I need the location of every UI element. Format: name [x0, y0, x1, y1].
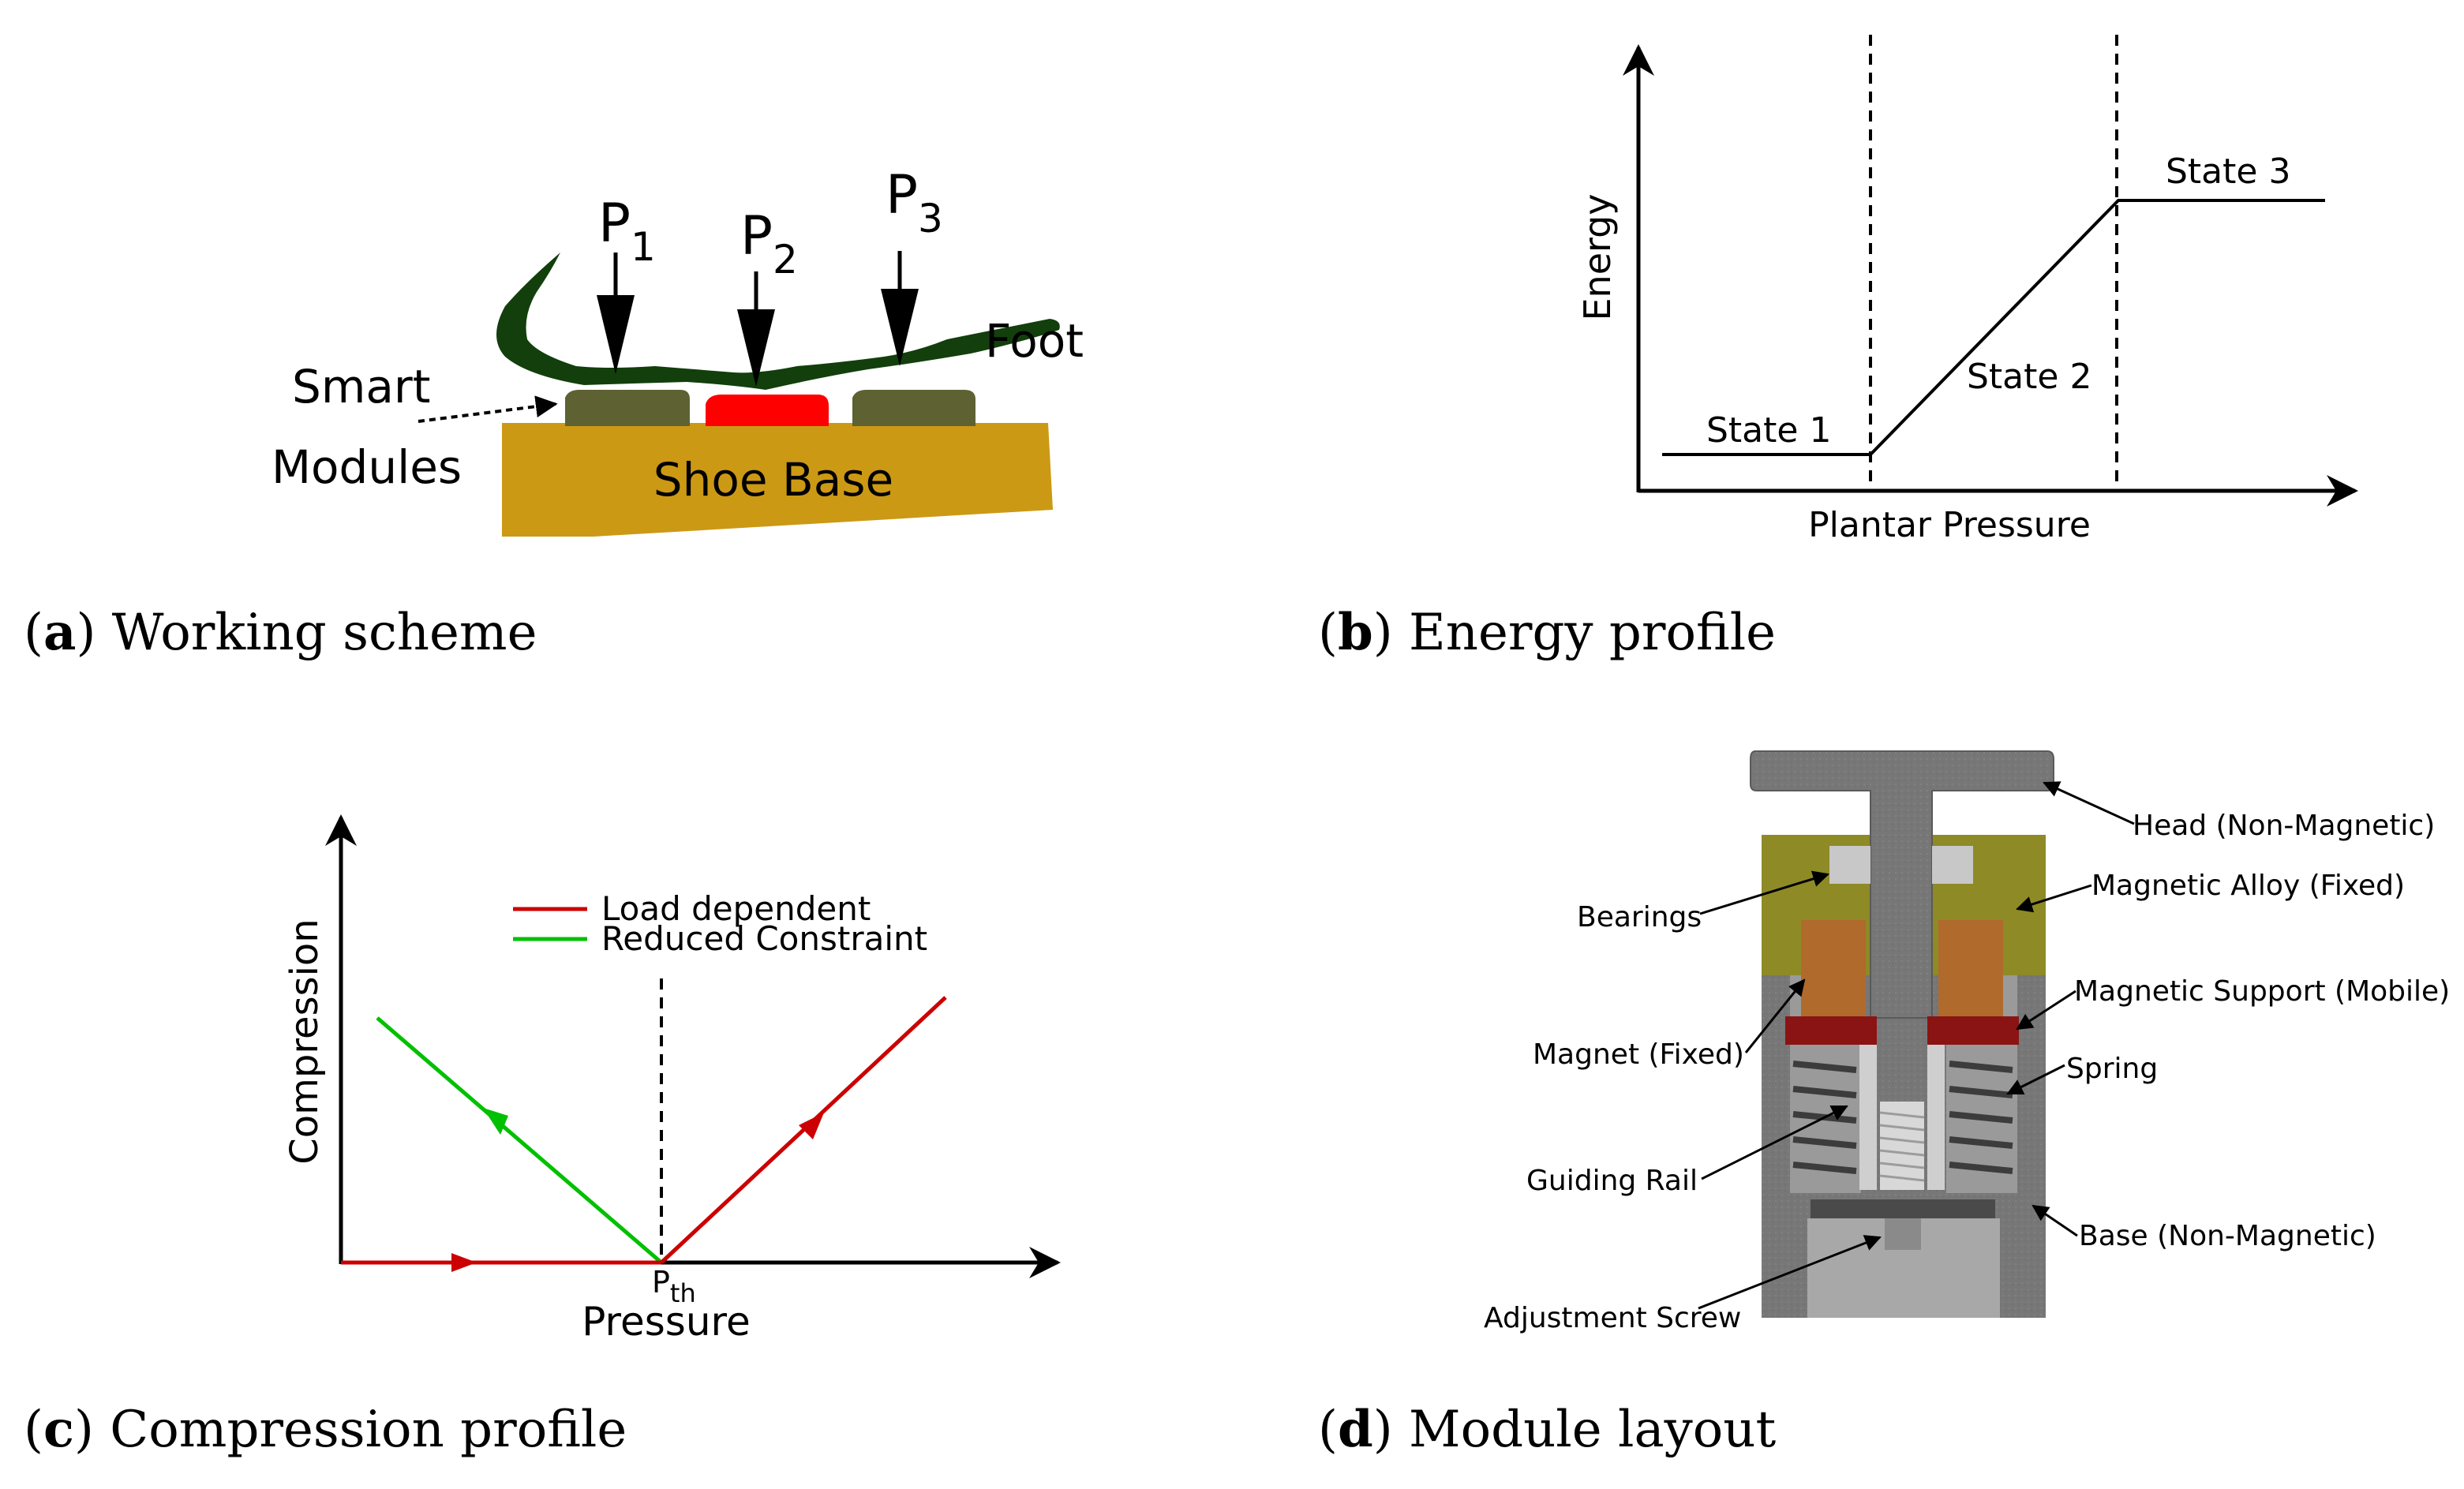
state-1-label: State 1: [1706, 410, 1831, 451]
label-bearings: Bearings: [1577, 901, 1702, 933]
shoe-base-shape: [502, 423, 1053, 537]
force-label-p2: P2: [740, 205, 798, 282]
force-label-p3: P3: [886, 164, 943, 241]
label-guiding-rail: Guiding Rail: [1526, 1165, 1698, 1197]
force-label-p1: P1: [598, 193, 656, 270]
compression-ylabel: Compression: [283, 918, 327, 1164]
smart-modules-pointer: [418, 395, 558, 423]
reduced-constraint-line: [376, 1016, 663, 1264]
caption-d: (d) Module layout: [1318, 1400, 1777, 1459]
caption-c: (c) Compression profile: [24, 1400, 627, 1459]
label-magnetic-support: Magnetic Support (Mobile): [2074, 975, 2450, 1008]
magnet-right: [1938, 920, 2003, 1016]
label-adjustment-screw: Adjustment Screw: [1484, 1302, 1741, 1334]
state-2-label: State 2: [1967, 357, 2091, 397]
force-arrow-p1: P1: [597, 193, 656, 374]
spring-right: [1949, 1061, 2013, 1174]
guiding-rail-right: [1927, 1045, 1945, 1190]
state-3-label: State 3: [2166, 152, 2290, 192]
magnetic-support-left: [1785, 1016, 1877, 1045]
bearing-left: [1829, 846, 1870, 884]
legend-label-load: Load dependent: [601, 889, 871, 928]
label-base: Base (Non-Magnetic): [2079, 1220, 2376, 1252]
shoe-base-label: Shoe Base: [653, 453, 893, 507]
energy-xlabel: Plantar Pressure: [1808, 505, 2091, 545]
panel-a-working-scheme: Shoe Base Foot P1 P2 P3 Smart Modules: [271, 164, 1084, 537]
compression-xlabel: Pressure: [582, 1299, 751, 1345]
foot-shape: [496, 253, 1060, 390]
panel-b-energy-profile: Energy Plantar Pressure State 1 State 2 …: [1576, 35, 2358, 545]
smart-module-right: [852, 390, 975, 426]
caption-a: (a) Working scheme: [24, 603, 537, 662]
reduced-constraint-arrowhead: [483, 1108, 508, 1135]
panel-c-compression-profile: Load dependent Reduced Constraint Compre…: [283, 814, 1061, 1345]
load-dependent-arrowhead-2: [799, 1113, 824, 1139]
center-screw-threads: [1879, 1111, 1925, 1182]
energy-curve: [1662, 199, 2325, 456]
guiding-rail-left: [1859, 1045, 1877, 1190]
magnet-left: [1801, 920, 1866, 1016]
foot-label: Foot: [985, 314, 1084, 368]
adjustment-screw-tip: [1885, 1218, 1921, 1250]
label-head: Head (Non-Magnetic): [2133, 810, 2435, 842]
force-arrow-p3: P3: [881, 164, 943, 366]
smart-label: Smart: [292, 360, 430, 413]
legend-label-reduced: Reduced Constraint: [601, 919, 927, 958]
magnetic-support-right: [1927, 1016, 2019, 1045]
force-arrow-p2: P2: [737, 205, 798, 387]
caption-b: (b) Energy profile: [1318, 603, 1777, 662]
adjustment-screw-cap: [1811, 1199, 1995, 1218]
smart-module-active: [706, 395, 829, 426]
label-magnet: Magnet (Fixed): [1533, 1038, 1744, 1071]
label-spring: Spring: [2066, 1053, 2158, 1085]
modules-label: Modules: [271, 440, 462, 494]
threshold-label: Pth: [652, 1265, 696, 1308]
bearing-right: [1932, 846, 1973, 884]
smart-module-left: [565, 390, 690, 426]
energy-ylabel: Energy: [1576, 193, 1619, 320]
module-leader-lines: [1698, 781, 2135, 1310]
panel-d-module-layout: Head (Non-Magnetic) Bearings Magnetic Al…: [1484, 750, 2450, 1334]
load-dependent-arrowhead-1: [451, 1253, 477, 1272]
label-magnetic-alloy: Magnetic Alloy (Fixed): [2091, 870, 2405, 902]
